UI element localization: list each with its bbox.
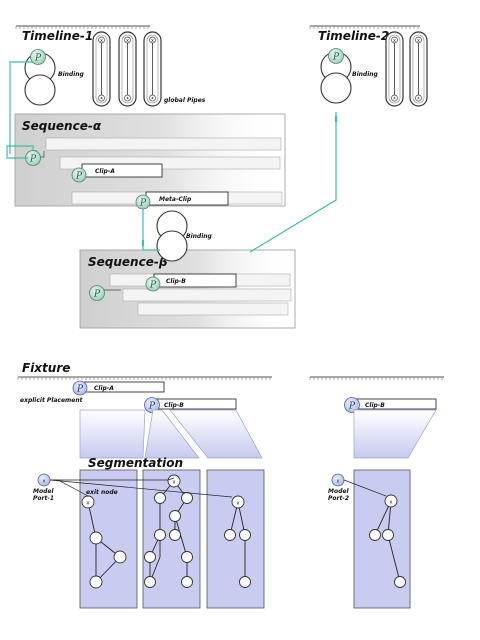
fixture-clip-b-2-placement[interactable]: P xyxy=(344,397,360,413)
sequence-alpha-title: Sequence-α xyxy=(22,119,102,133)
placement-icon: P xyxy=(148,402,156,412)
binding-1-label: Binding xyxy=(58,71,85,78)
fixture-clip-a[interactable]: Clip-A xyxy=(81,381,165,393)
svg-text:x: x xyxy=(126,38,129,44)
clip-a-placement[interactable]: P xyxy=(71,167,87,183)
fixture-clip-a-placement[interactable]: P xyxy=(72,380,88,396)
sequence-beta: Sequence-β xyxy=(79,249,296,329)
exit-node-4[interactable]: x xyxy=(384,494,398,508)
timeline-2-placement[interactable]: P xyxy=(328,48,344,64)
clip-a[interactable]: Clip-A xyxy=(81,163,163,178)
exit-node-1[interactable]: x xyxy=(81,495,95,509)
segment-3: x xyxy=(206,469,265,609)
connector-seq-alpha-return xyxy=(6,145,34,159)
projection-2 xyxy=(144,409,200,459)
model-port-1[interactable]: x xyxy=(37,473,51,487)
placement-icon: P xyxy=(29,155,37,165)
svg-text:x: x xyxy=(87,501,90,507)
sequence-beta-track-2 xyxy=(122,288,292,302)
placement-icon: P xyxy=(149,281,157,291)
placement-icon: P xyxy=(348,402,356,412)
connector-timeline-1 xyxy=(9,61,32,154)
model-port-2[interactable]: x xyxy=(331,473,345,487)
projection-4 xyxy=(353,409,437,459)
clip-b[interactable]: Clip-B xyxy=(153,273,237,288)
svg-text:x: x xyxy=(100,38,103,44)
timeline-2: Timeline-2 x x Binding P xyxy=(309,25,428,107)
timeline-1: Timeline-1 x x x xyxy=(15,25,206,107)
placement-icon: P xyxy=(34,54,42,64)
global-pipe-4[interactable]: x xyxy=(385,31,404,107)
svg-text:x: x xyxy=(237,501,240,507)
model-port-1-label-line1: Model xyxy=(33,488,54,495)
sequence-alpha: Sequence-α xyxy=(14,113,286,207)
sequence-beta-title: Sequence-β xyxy=(88,255,167,269)
placement-icon: P xyxy=(139,199,147,209)
clip-b-placement[interactable]: P xyxy=(145,276,161,292)
meta-clip-label: Meta-Clip xyxy=(159,196,192,203)
projection-3 xyxy=(169,409,263,459)
sequence-beta-track-3 xyxy=(137,302,289,316)
fixture-title: Fixture xyxy=(22,361,70,375)
binding-connectors xyxy=(6,61,338,253)
explicit-placement-label: explicit Placement xyxy=(20,397,84,404)
exit-node-2[interactable]: x xyxy=(167,474,181,488)
placement-icon: P xyxy=(75,172,83,182)
meta-clip-placement[interactable]: P xyxy=(135,194,151,210)
fixture-clip-b-placement[interactable]: P xyxy=(144,397,160,413)
svg-text:x: x xyxy=(417,38,420,44)
global-pipe-2[interactable]: x xyxy=(118,31,137,107)
model-port-1-label-line2: Port-1 xyxy=(33,495,54,502)
timeline-2-ticks xyxy=(309,26,419,29)
timeline-1-title: Timeline-1 xyxy=(22,29,93,43)
segmentation-title: Segmentation xyxy=(88,456,183,470)
fixture-clip-b-2[interactable]: Clip-B xyxy=(351,398,437,410)
fixture-clip-b-label: Clip-B xyxy=(164,402,184,409)
segment-4: x xyxy=(353,469,411,609)
svg-text:x: x xyxy=(390,500,393,506)
svg-text:x: x xyxy=(43,479,46,485)
svg-text:x: x xyxy=(173,480,176,486)
meta-clip[interactable]: Meta-Clip xyxy=(145,191,229,206)
fixture: Fixture xyxy=(17,361,444,380)
exit-node-label: exit node xyxy=(86,489,118,496)
connector-meta-binding xyxy=(142,209,160,251)
fixture-clip-b-2-label: Clip-B xyxy=(365,402,385,409)
segment-projections xyxy=(79,409,437,459)
binding-1-bottom xyxy=(24,74,56,106)
sequence-alpha-placement[interactable]: P xyxy=(25,150,41,166)
svg-text:x: x xyxy=(337,479,340,485)
global-pipe-1[interactable]: x xyxy=(92,31,111,107)
placement-icon: P xyxy=(93,290,101,300)
binding-2-bottom xyxy=(320,72,352,104)
global-pipes-label: global Pipes xyxy=(164,97,206,104)
fixture-clip-a-label: Clip-A xyxy=(94,385,114,392)
meta-binding-label: Binding xyxy=(186,233,213,240)
svg-text:x: x xyxy=(151,38,154,44)
segment-2: x xyxy=(142,469,201,609)
sequence-beta-placement[interactable]: P xyxy=(89,285,105,301)
timeline-1-placement[interactable]: P xyxy=(30,49,46,65)
model-port-2-label-line1: Model xyxy=(328,488,349,495)
binding-2-label: Binding xyxy=(352,71,379,78)
placement-icon: P xyxy=(332,53,340,63)
global-pipe-5[interactable]: x xyxy=(409,31,428,107)
timeline-2-title: Timeline-2 xyxy=(318,29,389,43)
fixture-clip-b[interactable]: Clip-B xyxy=(151,398,237,410)
projection-1 xyxy=(79,409,146,459)
segment-1: x xyxy=(79,469,138,609)
clip-a-label: Clip-A xyxy=(95,168,115,175)
global-pipe-3[interactable]: x xyxy=(143,31,162,107)
model-port-links xyxy=(49,477,387,498)
sequence-alpha-track-1 xyxy=(45,137,282,151)
svg-text:x: x xyxy=(393,38,396,44)
exit-node-3[interactable]: x xyxy=(231,495,245,509)
timeline-1-ticks xyxy=(15,26,149,29)
meta-binding-bottom xyxy=(156,230,188,262)
placement-icon: P xyxy=(76,385,84,395)
model-port-2-label-line2: Port-2 xyxy=(328,495,349,502)
connector-timeline-2 xyxy=(249,112,337,253)
clip-b-label: Clip-B xyxy=(166,278,186,285)
